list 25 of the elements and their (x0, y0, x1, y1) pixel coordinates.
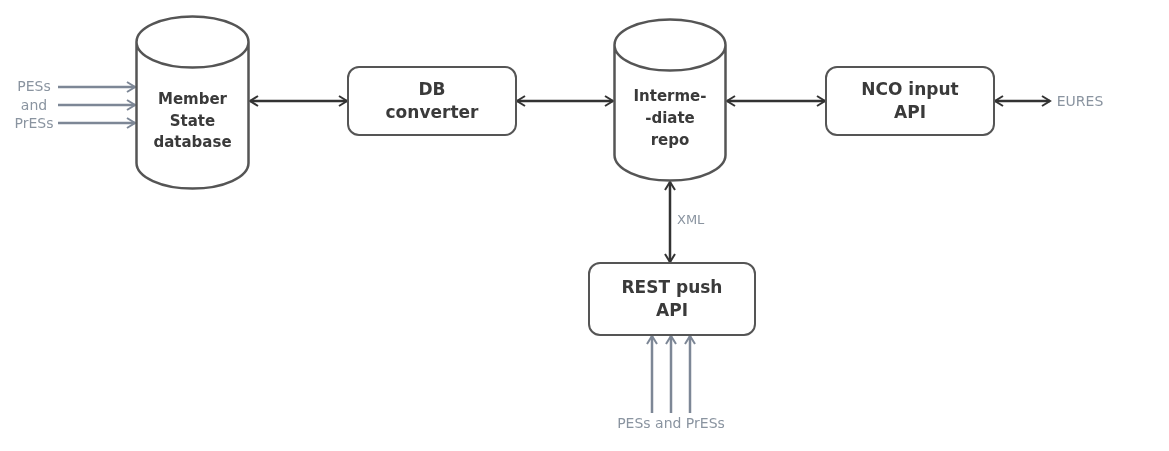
edge-label: XML (675, 212, 707, 227)
arrow (249, 95, 348, 107)
node-label: NCO input API (860, 78, 960, 124)
database-cylinder (613, 18, 727, 182)
node-label: Member State database (153, 88, 232, 154)
process-box (825, 66, 995, 136)
arrow (516, 95, 614, 107)
arrow (58, 99, 136, 111)
arrow (646, 335, 658, 413)
database-cylinder (135, 15, 250, 190)
process-box (347, 66, 517, 136)
arrow (58, 81, 136, 93)
node-label: Interme- -diate repo (633, 86, 707, 151)
source-label: EURES (1056, 91, 1104, 111)
arrow (58, 117, 136, 129)
process-box (588, 262, 756, 336)
arrow (684, 335, 696, 413)
node-label: REST push API (620, 276, 724, 322)
arrow (994, 95, 1051, 107)
source-label: PESs and PrESs (13, 76, 55, 134)
source-label: PESs and PrESs (617, 413, 725, 433)
arrow (726, 95, 826, 107)
arrow (664, 181, 676, 263)
arrow (665, 335, 677, 413)
node-label: DB converter (384, 78, 480, 124)
